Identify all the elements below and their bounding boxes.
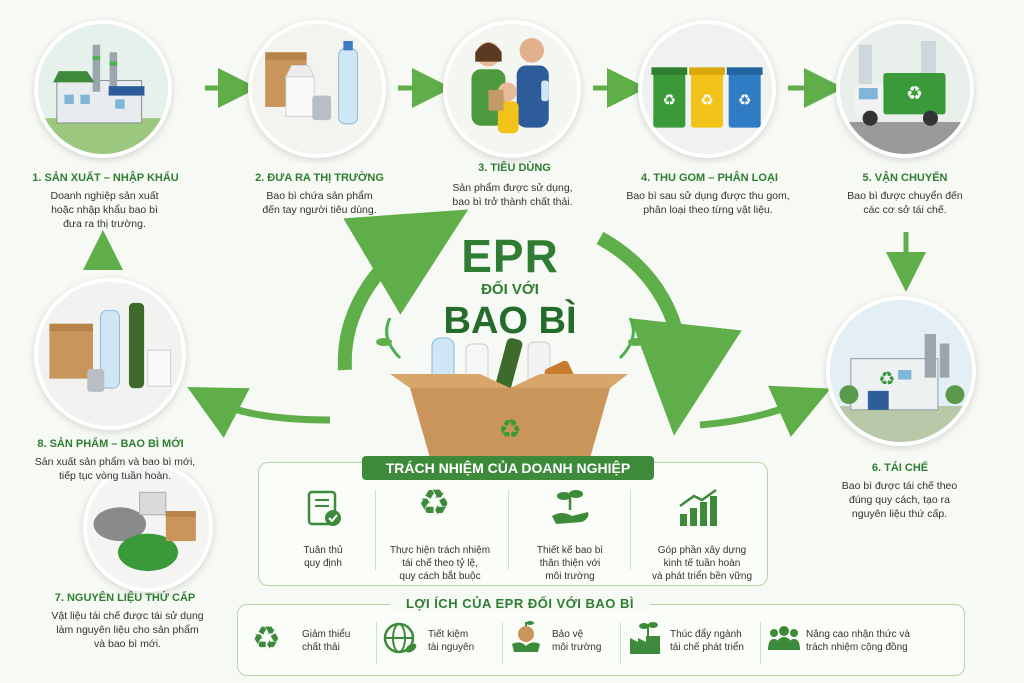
step-2-packaging-image [248,20,386,158]
step-5-truck-image: ♻ [836,20,974,158]
responsibility-item-2-label: Thực hiện trách nhiệm tái chế theo tỷ lệ… [389,545,491,582]
step-5-desc: Bao bì được chuyển đến các cơ sở tái chế… [847,190,963,216]
center-title-epr: EPR [461,230,559,282]
responsibility-item-1-label: Tuân thủ quy định [303,545,343,569]
svg-text:♻: ♻ [906,83,923,104]
responsibility-title: TRÁCH NHIỆM CỦA DOANH NGHIỆP [362,456,654,480]
step-3-desc: Sản phẩm được sử dụng, bao bì trở thành … [452,182,573,208]
step-8-new-products-image [34,278,186,430]
hands-earth-icon [512,621,540,652]
step-3-title: 3. TIÊU DÙNG [478,162,551,174]
step-5-title: 5. VẬN CHUYỂN [862,172,948,184]
step-8-desc: Sản xuất sản phẩm và bao bì mới, tiếp tụ… [34,456,196,482]
hand-plant-icon [552,490,589,524]
step-6-title: 6. TÁI CHẾ [871,462,929,474]
svg-text:♻: ♻ [878,368,895,390]
checklist-icon [307,490,341,526]
step-2-title: 2. ĐƯA RA THỊ TRƯỜNG [255,172,384,184]
globe-leaf-icon [383,622,417,654]
center-title-bao-bi: BAO BÌ [443,300,577,342]
step-1-title: 1. SẢN XUẤT – NHẬP KHẨU [32,172,179,184]
benefit-item-2-label: Tiết kiệm tài nguyên [428,629,475,653]
step-7-pellets-image [83,462,213,592]
center-recycle-box: ♻ [376,318,644,458]
benefit-item-5-label: Nâng cao nhận thức và trách nhiệm cộng đ… [806,629,910,653]
community-icon [768,626,800,650]
responsibility-item-4-label: Góp phần xây dựng kinh tế tuần hoàn và p… [651,545,753,582]
responsibility-item-3-label: Thiết kế bao bì thân thiện với môi trườn… [536,545,604,582]
benefit-divider-4 [760,622,761,664]
recycle-icon: ♻ [252,619,281,657]
step-4-title: 4. THU GOM – PHÂN LOẠI [641,172,778,184]
growth-chart-icon [679,488,717,526]
step-6-desc: Bao bì được tái chế theo đúng quy cách, … [841,480,958,520]
step-3-family-image [443,20,581,158]
step-6-recycling-plant-image: ♻ [826,296,976,446]
benefit-item-1-label: Giảm thiểu chất thải [302,629,351,653]
svg-text:♻: ♻ [498,415,521,445]
svg-text:♻: ♻ [700,91,714,109]
responsibility-divider-3 [630,490,631,570]
benefit-divider-3 [620,622,621,664]
responsibility-divider-1 [375,490,376,570]
step-2-desc: Bao bì chứa sản phẩm đến tay người tiêu … [262,190,377,216]
benefit-divider-1 [376,622,377,664]
benefit-item-4-label: Thúc đẩy ngành tái chế phát triển [670,629,744,653]
step-4-desc: Bao bì sau sử dụng được thu gom, phân lo… [626,190,790,216]
step-1-factory-image [34,20,172,158]
step-7-title: 7. NGUYÊN LIỆU THỨ CẤP [54,592,196,604]
benefits-title: LỢI ÍCH CỦA EPR ĐỐI VỚI BAO BÌ [390,596,650,611]
center-title: EPR ĐỐI VỚI BAO BÌ [430,232,590,342]
svg-text:♻: ♻ [738,91,752,109]
responsibility-divider-2 [508,490,509,570]
step-8-title: 8. SẢN PHẨM – BAO BÌ MỚI [37,438,184,450]
factory-leaf-icon [630,622,660,654]
step-7-desc: Vật liệu tái chế được tái sử dụng làm ng… [51,610,204,650]
benefit-divider-2 [502,622,503,664]
center-title-doi-voi: ĐỐI VỚI [481,281,539,298]
step-4-bins-image: ♻ ♻ ♻ [638,20,776,158]
svg-text:♻: ♻ [663,91,677,109]
recycle-icon: ♻ [418,483,451,524]
step-1-desc: Doanh nghiệp sản xuất hoặc nhập khẩu bao… [50,190,159,230]
benefit-item-3-label: Bảo vệ môi trường [552,629,602,653]
